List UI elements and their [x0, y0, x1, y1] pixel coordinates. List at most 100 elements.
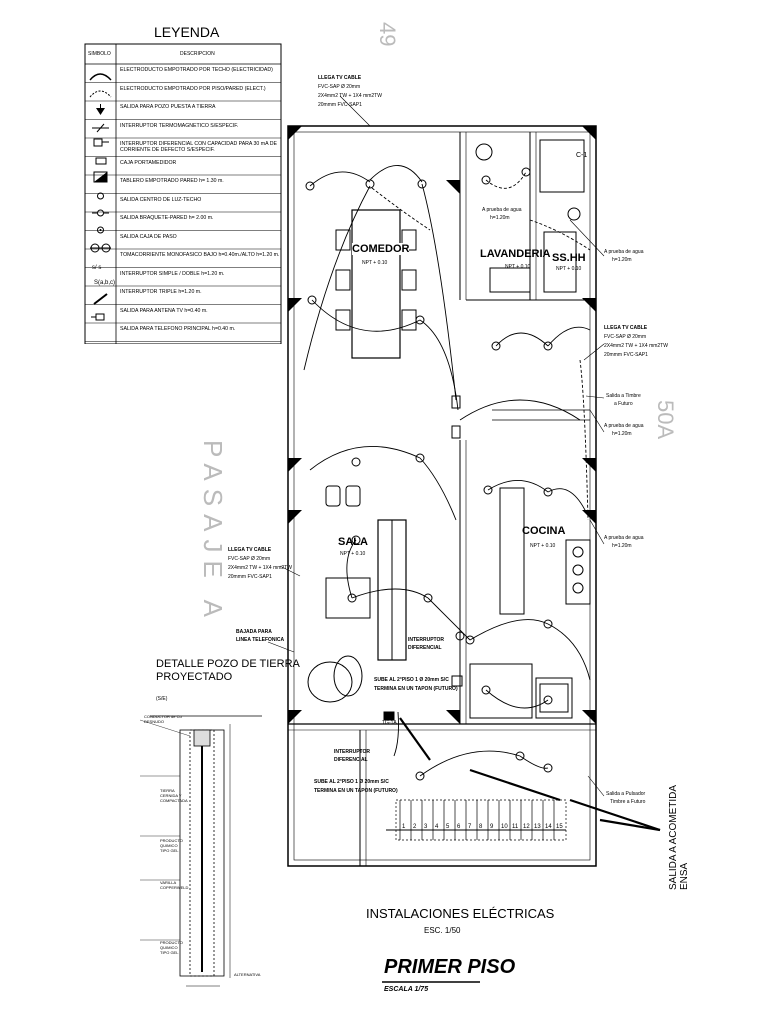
- plan-title: PRIMER PISO: [384, 956, 516, 978]
- tv-cable-note-left: LLEGA TV CABLE FVC-SAP Ø 20mm 2X4mm2 TW …: [228, 547, 292, 580]
- room-sala-npt: NPT + 0.10: [340, 551, 366, 557]
- distribution-panels: [383, 395, 463, 721]
- svg-text:S(a,b,c): S(a,b,c): [94, 280, 115, 286]
- circuit-label-c1: C-1: [576, 152, 588, 159]
- junction-box-icon: [97, 226, 104, 234]
- columns: [288, 126, 596, 724]
- leader-lines: [267, 95, 605, 797]
- stair-step-number: 6: [457, 824, 461, 830]
- triple-switch-icon: S(a,b,c): [94, 280, 115, 286]
- legend-row-text: TOMACORRIENTE MONOFASICO BAJO h=0.40m./A…: [120, 252, 280, 258]
- panel-icon: [93, 171, 108, 183]
- stair-step-number: 11: [512, 824, 519, 830]
- legend-table: s/ s S(a,b,c): [84, 43, 282, 344]
- stair-step-number: 3: [424, 824, 428, 830]
- room-comedor: COMEDOR: [352, 243, 410, 255]
- arc-floor-icon: [89, 90, 112, 98]
- stair-step-number: 13: [534, 824, 541, 830]
- dining-table: [335, 209, 417, 359]
- legend-row-text: INTERRUPTOR DIFERENCIAL CON CAPACIDAD PA…: [120, 141, 277, 153]
- legend-title: LEYENDA: [154, 24, 220, 40]
- svg-text:s/ s: s/ s: [92, 265, 101, 271]
- tv-cable-note-top: LLEGA TV CABLE FVC-SAP Ø 20mm 2X4mm2 TW …: [318, 75, 382, 108]
- legend-row-text: SALIDA CENTRO DE LUZ-TECHO: [120, 196, 202, 203]
- room-cocina-npt: NPT + 0.10: [530, 543, 556, 549]
- detail-label-4: VARILLA COPPERWELD: [160, 880, 189, 890]
- detail-note: ALTERNATIVA: [234, 972, 261, 977]
- legend-row-text: SALIDA PARA POZO PUESTA A TIERRA: [120, 104, 216, 110]
- stair-step-number: 9: [490, 824, 494, 830]
- light-outlets: [305, 167, 553, 781]
- room-comedor-npt: NPT + 0.10: [362, 260, 388, 266]
- stair-step-number: 5: [446, 824, 450, 830]
- legend-row-text: ELECTRODUCTO EMPOTRADO POR TECHO (ELECTR…: [120, 67, 273, 73]
- legend-row-text: SALIDA PARA TELEFONO PRINCIPAL h=0.40 m.: [120, 326, 236, 332]
- legend-row-text: INTERRUPTOR TERMOMAGNETICO S/ESPECIF.: [120, 122, 239, 129]
- legend-row-text: INTERRUPTOR TRIPLE h=1.20 m.: [120, 289, 202, 295]
- phone-icon: [91, 313, 105, 321]
- stair-step-number: 15: [556, 824, 563, 830]
- legend-col-symbol: SIMBOLO: [88, 51, 111, 57]
- meter-box-icon: [95, 157, 107, 165]
- stair-step-number: 2: [413, 824, 417, 830]
- legend-row-text: SALIDA BRAQUETE-PARED h= 2.00 m.: [120, 215, 214, 221]
- breaker-icon: [92, 123, 109, 133]
- tv-cable-note-right: LLEGA TV CABLE FVC-SAP Ø 20mm 2X4mm2 TW …: [604, 325, 668, 358]
- ground-icon: [96, 104, 105, 115]
- ceiling-light-icon: [97, 192, 104, 200]
- room-sala: SALA: [338, 536, 368, 548]
- arc-ceiling-icon: [89, 73, 112, 81]
- stair-step-number: 1: [402, 824, 406, 830]
- differential-icon: [93, 138, 109, 147]
- stair-step-number: 7: [468, 824, 472, 830]
- legend-row-text: SALIDA PARA ANTENA TV h=0.40 m.: [120, 307, 208, 314]
- room-lavanderia-npt: NPT + 0.10: [505, 264, 531, 270]
- outer-walls: [287, 125, 597, 867]
- stair-step-number: 10: [501, 824, 508, 830]
- detail-title: DETALLE POZO DE TIERRA PROYECTADO: [156, 658, 300, 683]
- ground-well-detail: [139, 715, 262, 987]
- wall-bracket-icon: [92, 209, 109, 217]
- legend: LEYENDA s/ s S(a,b,c) SIMBOLO DESCRIPCIO…: [84, 22, 284, 344]
- room-sshh-npt: NPT + 0.10: [556, 266, 582, 272]
- panel-label-tg: TG-1A: [382, 720, 397, 726]
- detail-label-2: TIERRA CERNIDA Y COMPACTADA: [160, 788, 188, 803]
- drawing-title: INSTALACIONES ELÉCTRICAS: [366, 906, 555, 921]
- legend-row-text: SALIDA CAJA DE PASO: [120, 233, 177, 240]
- outlet-icon: [90, 243, 111, 253]
- legend-row-text: ELECTRODUCTO EMPOTRADO POR PISO/PARED (E…: [120, 85, 266, 92]
- legend-row-text: CAJA PORTAMEDIDOR: [120, 159, 177, 166]
- stair-step-number: 8: [479, 824, 483, 830]
- stair-step-number: 12: [523, 824, 530, 830]
- detail-label-3: PRODUCTO QUIMICO TIPO GEL: [160, 838, 183, 853]
- legend-row-text: INTERRUPTOR SIMPLE / DOBLE h=1.20 m.: [120, 270, 225, 277]
- tv-antenna-icon: [93, 293, 108, 305]
- kitchen-counters: [469, 487, 591, 719]
- detail-label-1: CONDUCTOR de Cu DESNUDO: [144, 714, 182, 724]
- switch-icon: s/ s: [92, 265, 101, 271]
- room-cocina: COCINA: [522, 525, 566, 537]
- legend-col-description: DESCRIPCION: [180, 51, 215, 57]
- plan-scale: ESCALA 1/75: [384, 986, 429, 993]
- stair-step-number: 4: [435, 824, 439, 830]
- feeder-lines: [399, 717, 661, 832]
- detail-scale: (S/E): [156, 696, 168, 702]
- room-lavanderia: LAVANDERIA: [480, 248, 551, 260]
- stairs: [386, 799, 567, 841]
- drawing-scale: ESC. 1/50: [424, 926, 461, 935]
- stair-step-number: 14: [545, 824, 552, 830]
- sofa: [307, 485, 407, 703]
- detail-label-5: PRODUCTO QUIMICO TIPO GEL: [160, 940, 183, 955]
- circuit-wiring: [303, 165, 591, 777]
